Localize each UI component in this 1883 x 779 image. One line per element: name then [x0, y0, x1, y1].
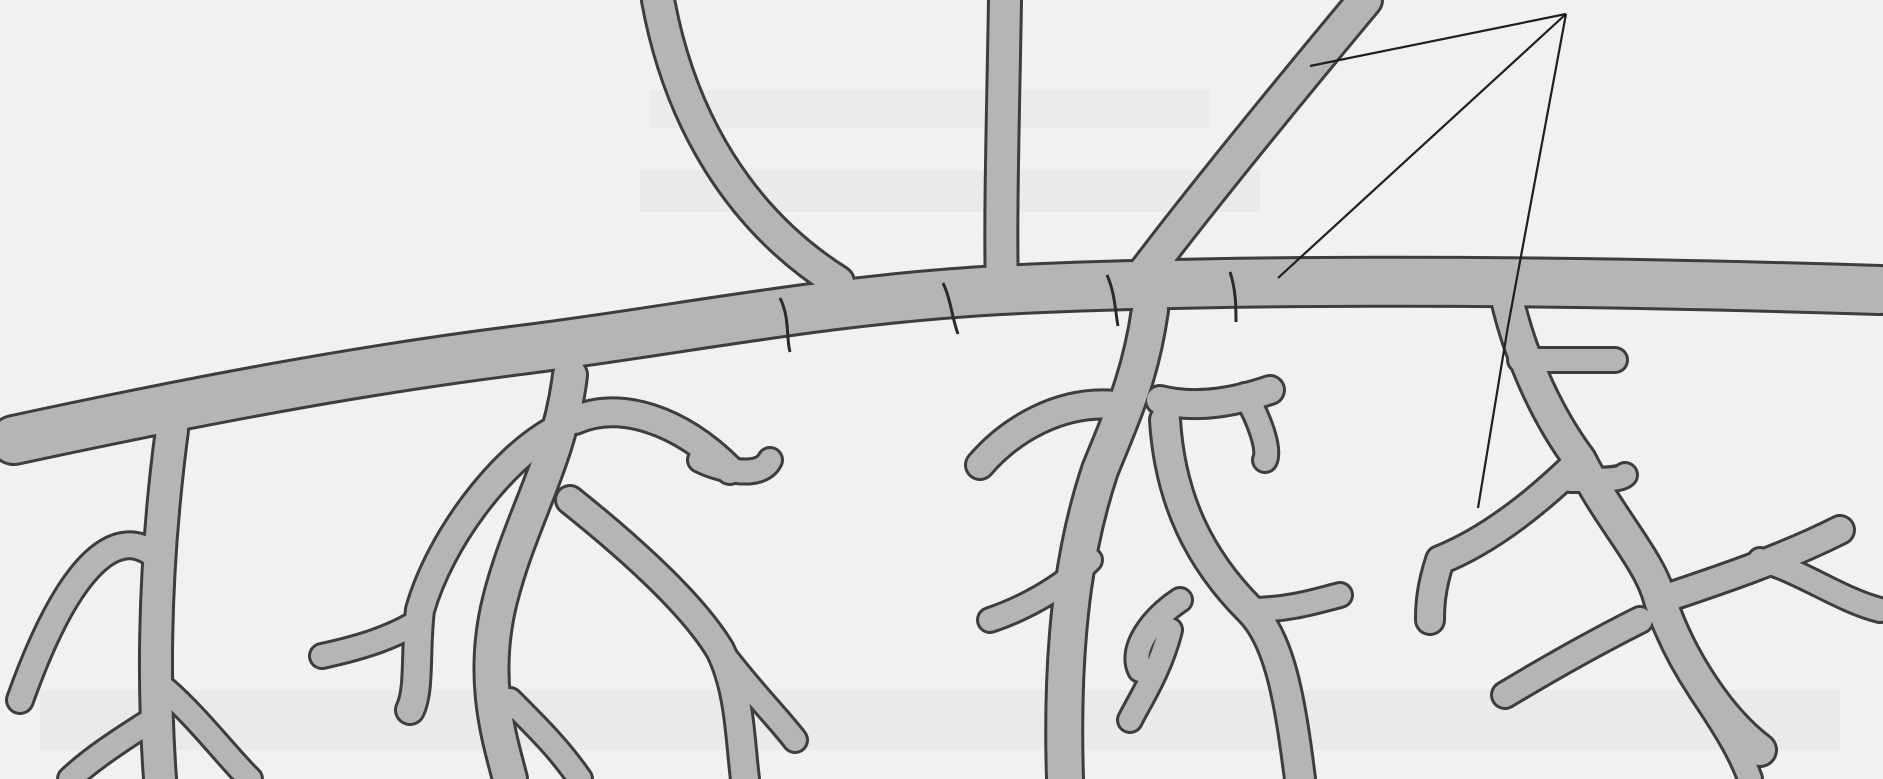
- upper-diagonal-branch: [1138, 0, 1365, 282]
- upper-curved-branch-outline: [658, 0, 838, 282]
- lateral-branch-4f: [1505, 620, 1640, 695]
- lateral-branch-4c: [1570, 475, 1625, 480]
- pointer-line: [1478, 326, 1508, 508]
- lateral-branch-2d: [700, 460, 770, 472]
- lateral-branch-4e: [1760, 560, 1880, 610]
- upper-vertical-branch: [1001, 0, 1005, 290]
